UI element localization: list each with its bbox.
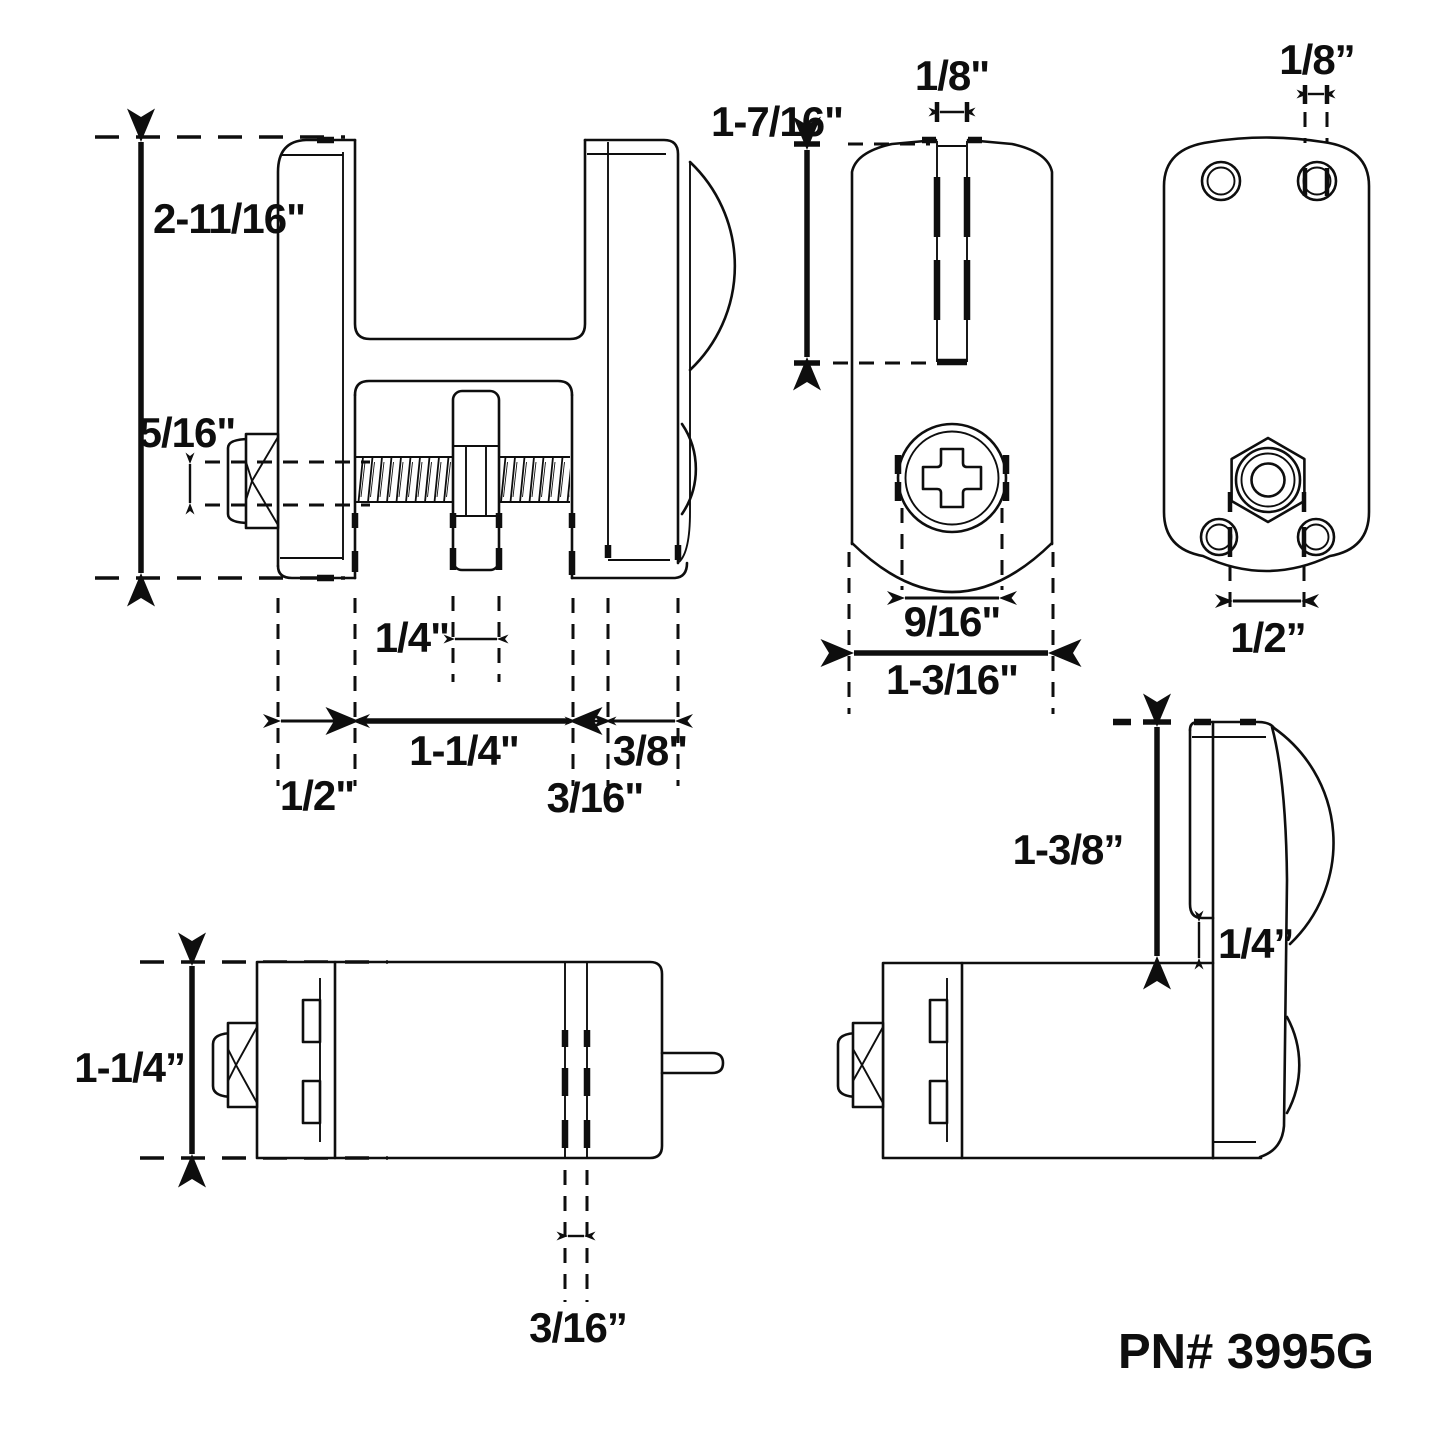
body-outline	[333, 960, 664, 1160]
hex-bolt-facets	[852, 1026, 884, 1104]
jaw-plate-right-edge	[1258, 725, 1289, 1159]
dim-label-right-plate: 3/8"	[613, 727, 687, 774]
dim-label-slot-depth: 1-7/16"	[711, 98, 843, 145]
flange-tab-lower	[301, 1079, 322, 1125]
slider-block-lines	[453, 445, 499, 517]
hole-top-right	[1296, 160, 1338, 202]
left-plate-foot	[276, 564, 357, 580]
hole-bottom-left	[1199, 517, 1239, 557]
dim-label-flap-height: 1-3/8”	[1013, 826, 1124, 873]
dim-label-slider-width: 1/4"	[375, 614, 449, 661]
part-number: PN# 3995G	[1118, 1325, 1374, 1379]
back-view: 1/8” 1/2”	[1162, 36, 1371, 661]
dim-flap-height: 1-3/8”	[1013, 693, 1171, 990]
slot-sides	[936, 141, 968, 362]
screw-head-circle-outer	[896, 422, 1008, 534]
dim-label-body-height: 1-1/4”	[74, 1044, 185, 1091]
right-plate-bottom	[570, 561, 689, 580]
dim-label-back-slot: 1/8”	[1279, 36, 1354, 83]
nut-bore	[1250, 462, 1286, 498]
slider-block	[451, 389, 501, 572]
dim-overall-height: 2-11/16"	[95, 108, 345, 607]
body-left-edge	[850, 138, 938, 546]
side-profile-view: 1-3/8” 1/4”	[836, 693, 1335, 1160]
hex-bolt-cap	[226, 437, 251, 525]
hex-nut	[1230, 436, 1306, 524]
slot-hidden-dashes	[922, 136, 982, 366]
pivot-pin	[660, 1051, 725, 1075]
threaded-rod-left	[356, 457, 452, 502]
flange-tab-lower	[928, 1079, 949, 1125]
dim-hole-spacing: 1/2”	[1215, 492, 1319, 661]
roller-arc-large	[688, 160, 737, 372]
hex-bolt-head	[851, 1021, 885, 1109]
plate-outline	[1162, 136, 1371, 573]
dim-bolt-head: 5/16"	[139, 409, 370, 515]
dim-label-screw-head: 9/16"	[904, 598, 1001, 645]
roller-arc-small	[1285, 1015, 1301, 1115]
bottom-view: 1-1/4” 3/16”	[74, 932, 725, 1351]
slot-lines	[564, 963, 588, 1157]
hex-bolt-facets	[227, 1026, 258, 1104]
flange-tab-upper	[928, 998, 949, 1044]
dim-back-slot-width: 1/8”	[1279, 36, 1356, 196]
dim-label-left-plate: 1/2"	[280, 772, 354, 819]
dim-width-chain: 1/4" 1-1/4" 3/8" 1/2" 3/16"	[263, 596, 693, 821]
flap-top-edge	[1188, 720, 1276, 732]
dim-slot-depth: 1-7/16"	[711, 98, 930, 391]
dim-slot-width: 1/8"	[915, 52, 990, 122]
body-bottom-arc	[850, 541, 1054, 594]
dim-label-slot-width: 1/8"	[915, 52, 989, 99]
upper-jaw-notch	[353, 138, 587, 341]
right-plate-top	[583, 138, 680, 565]
flange-tab-upper	[301, 998, 322, 1044]
hidden-dashes	[317, 136, 682, 582]
dim-bottom-slot: 3/16”	[529, 1170, 628, 1351]
flange-plate	[255, 960, 337, 1160]
dim-label-hole-spacing: 1/2”	[1230, 614, 1305, 661]
slot-hidden-dashes	[561, 1030, 591, 1148]
hole-bottom-right	[1296, 517, 1336, 557]
side-view: 1-7/16" 1/8" 9/16" 1-3/16"	[711, 52, 1082, 714]
dim-screw-and-body: 9/16" 1-3/16"	[820, 508, 1082, 714]
flange-plate	[881, 961, 964, 1160]
nut-ring-outer	[1234, 446, 1302, 514]
phillips-cross-icon	[921, 447, 983, 509]
lower-jaw-notch	[353, 379, 574, 397]
roller-arc-small	[680, 422, 698, 516]
body-outline	[960, 961, 1215, 1160]
dim-flap-gap: 1/4”	[1194, 910, 1294, 970]
screw-head-circle-inner	[904, 430, 1000, 526]
flap-slot	[1188, 728, 1215, 920]
left-plate-outline	[276, 138, 357, 568]
dim-label-flap-gap: 1/4”	[1218, 920, 1293, 967]
screw-hidden-dashes	[894, 455, 1010, 501]
body-right-edge	[966, 138, 1054, 546]
threaded-rod-right	[500, 457, 570, 502]
rod-edges	[356, 456, 570, 503]
hex-bolt-facets	[245, 436, 279, 526]
dim-label-lip: 3/16"	[547, 774, 644, 821]
nut-ring-mid	[1240, 452, 1296, 508]
roller-arc-large	[1272, 726, 1335, 946]
front-view: 2-11/16" 5/16" 1/4" 1-1/4" 3/8" 1/2" 3/1…	[95, 108, 737, 821]
roller-arc-tail	[678, 511, 691, 563]
dim-body-height: 1-1/4”	[74, 932, 206, 1188]
hex-bolt-head	[244, 432, 280, 530]
dim-label-jaw-opening: 1-1/4"	[409, 727, 519, 774]
dim-label-body-width: 1-3/16"	[886, 656, 1018, 703]
hole-top-left	[1200, 160, 1242, 202]
dim-label-overall-height: 2-11/16"	[153, 195, 305, 242]
dim-label-bolt-head: 5/16"	[139, 409, 236, 456]
hole-bottom-right-inner	[1302, 523, 1330, 551]
dim-label-bottom-slot: 3/16”	[529, 1304, 627, 1351]
hole-top-left-inner	[1206, 166, 1236, 196]
